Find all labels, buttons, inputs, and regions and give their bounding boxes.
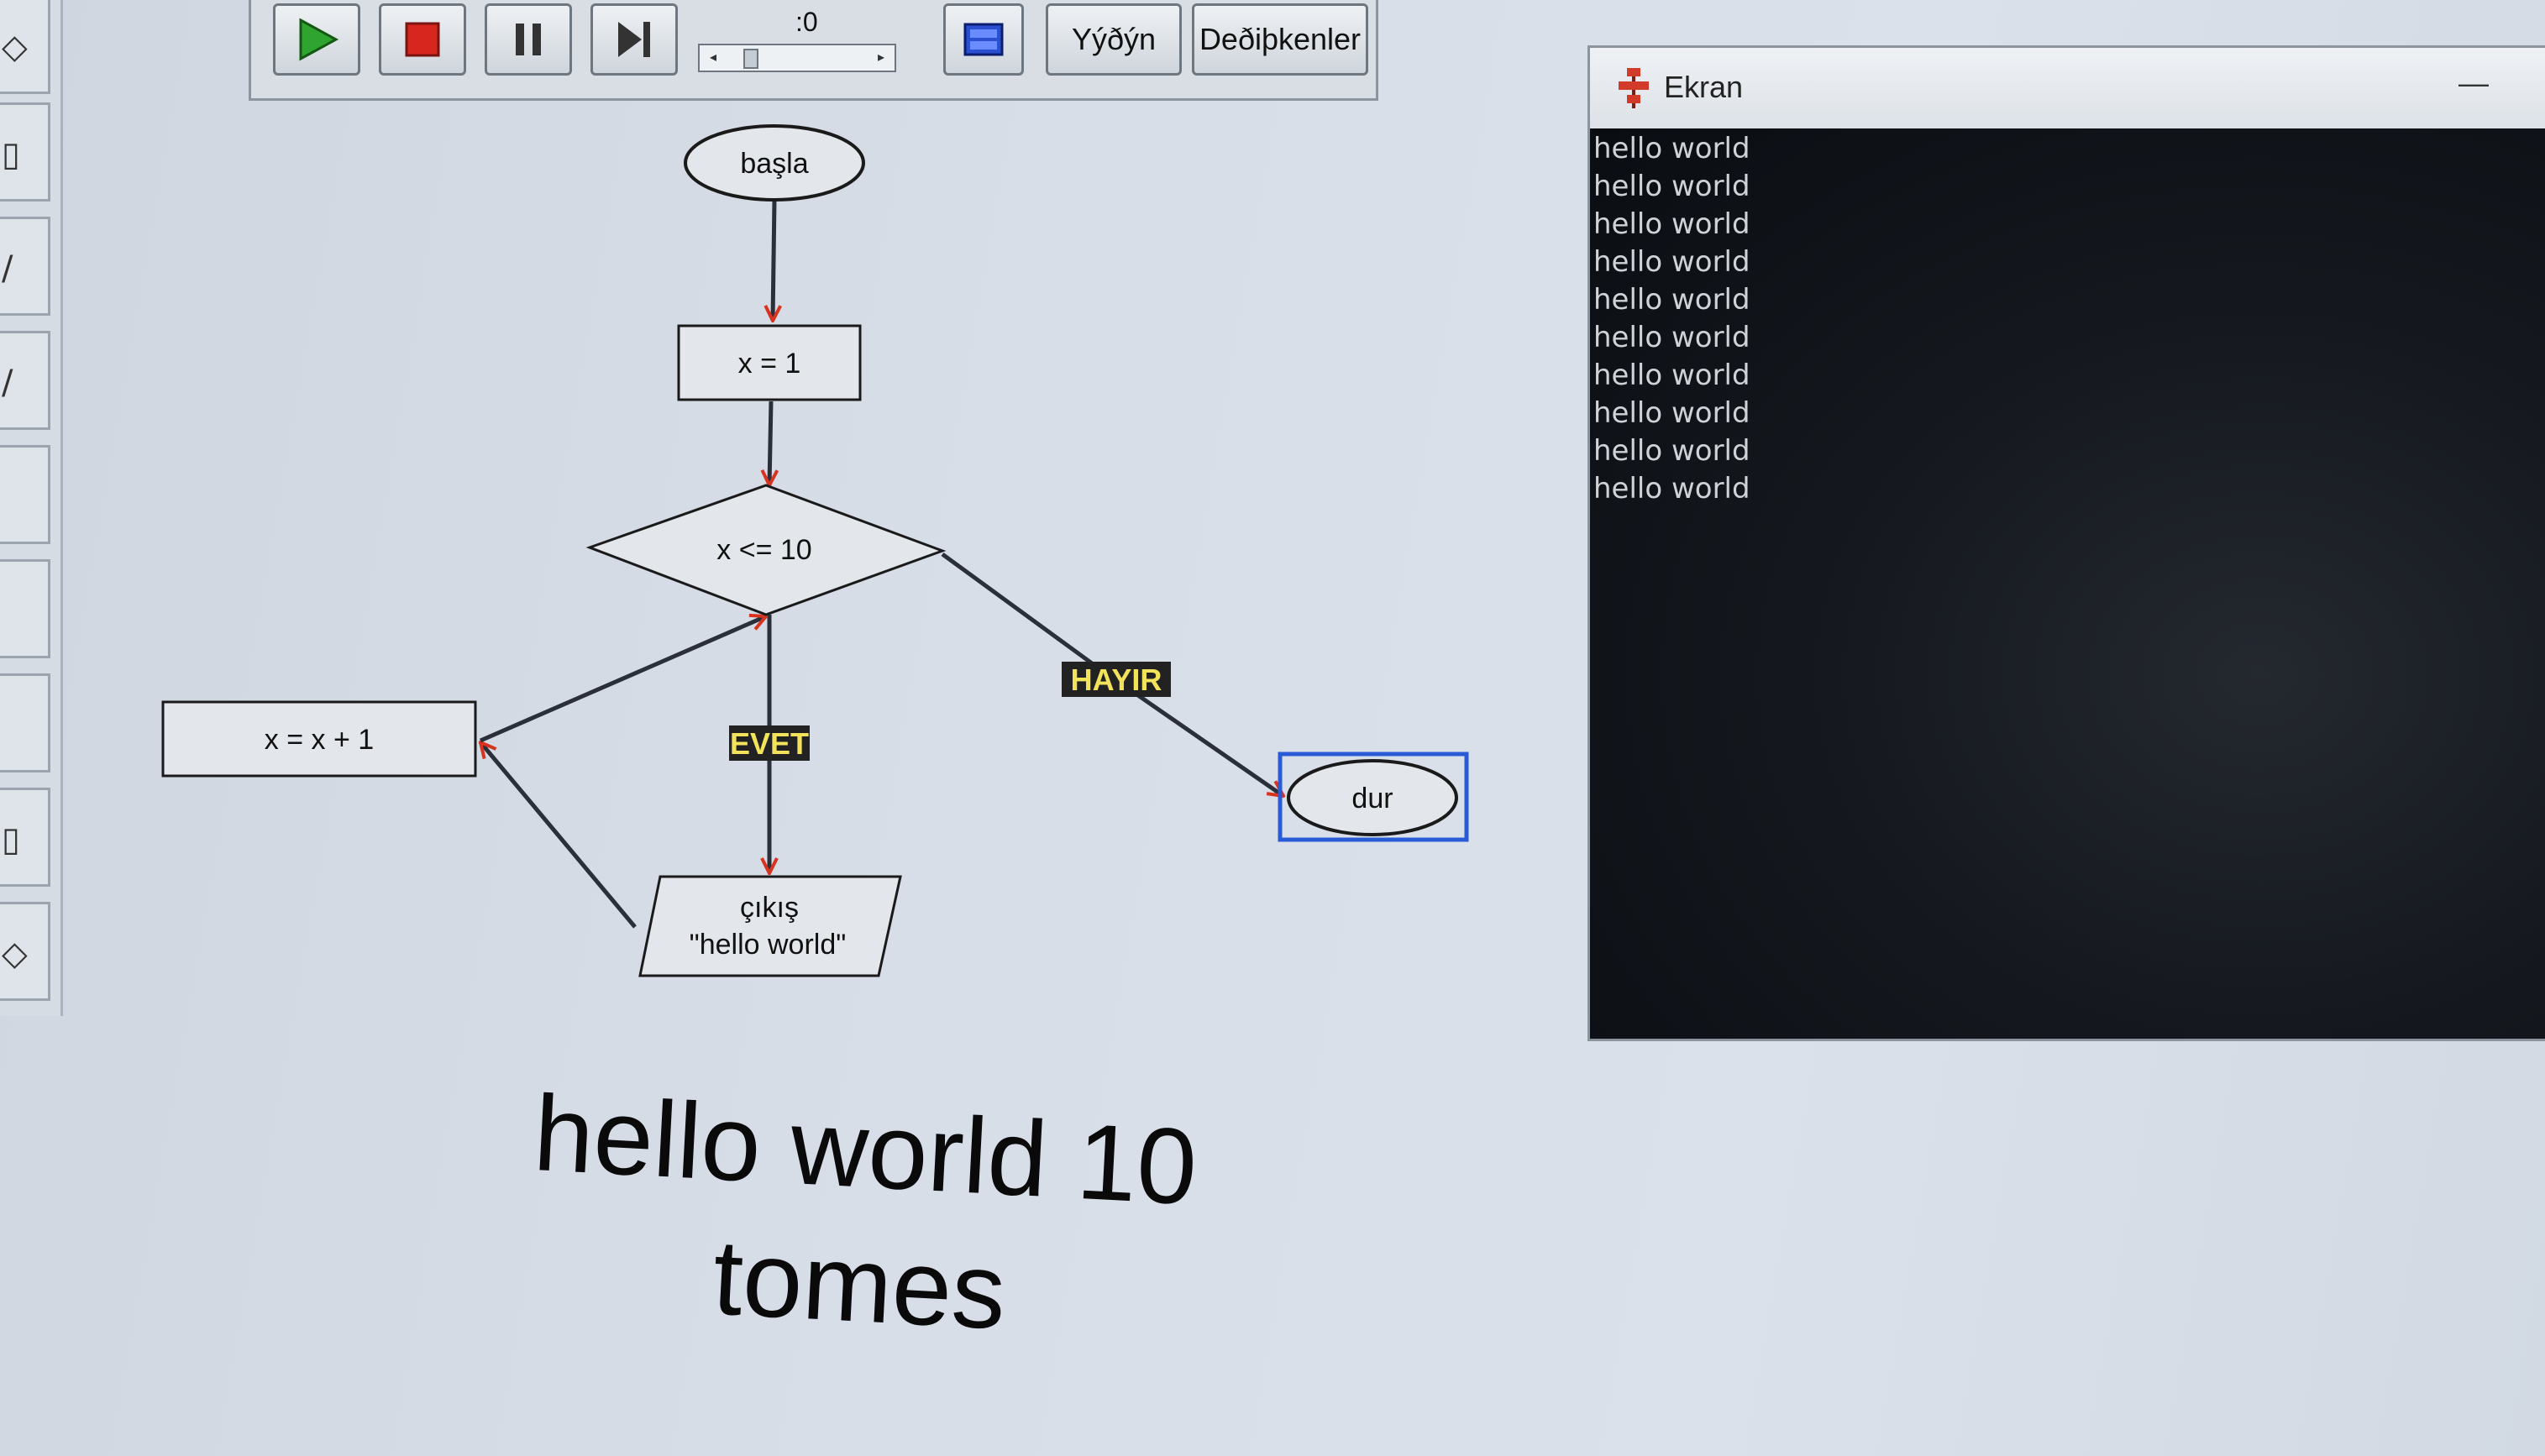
increment-label: x = x + 1 — [265, 724, 374, 756]
output-console[interactable]: hello world hello world hello world hello w… — [1590, 128, 2545, 1039]
connector-increment-to-condition — [480, 616, 766, 743]
pause-button[interactable] — [485, 3, 572, 76]
flowchart-diagram: başla x = 1 x <= 10 x = x + 1 çıkış "hel… — [161, 124, 1469, 977]
minimize-icon[interactable]: — — [2458, 65, 2489, 100]
speed-slider[interactable]: ◂ ▸ — [698, 44, 896, 72]
output-window-title: Ekran — [1664, 70, 1744, 104]
connector-output-to-increment — [480, 742, 637, 929]
start-label: başla — [740, 148, 808, 180]
start-node[interactable]: başla — [684, 124, 865, 202]
ellipse-icon: ◇ — [2, 935, 28, 973]
step-button[interactable] — [590, 3, 678, 76]
output-line: hello world — [1593, 170, 1750, 203]
parallelogram-icon: / — [2, 249, 13, 288]
flowchart-app-icon — [1619, 68, 1649, 108]
palette-comment-button[interactable]: ▯ — [0, 788, 50, 887]
ellipse-icon: ◇ — [2, 28, 28, 66]
variables-button[interactable]: Deðiþkenler — [1192, 3, 1368, 76]
pause-icon — [516, 24, 541, 55]
yes-branch-tag: EVET — [729, 725, 810, 761]
end-label: dur — [1351, 783, 1393, 814]
play-icon — [299, 18, 339, 61]
no-label: HAYIR — [1071, 663, 1162, 697]
init-process-node[interactable]: x = 1 — [677, 324, 862, 401]
output-line: hello world — [1593, 207, 1750, 241]
rectangle-icon: ▯ — [2, 135, 21, 174]
condition-label: x <= 10 — [716, 534, 811, 566]
rectangle-icon: ▯ — [2, 820, 21, 859]
output-line: hello world — [1593, 132, 1750, 165]
output-window-titlebar[interactable]: Ekran — — [1590, 48, 2545, 130]
shape-palette: ◇ ▯ / / ▯ ◇ — [0, 0, 63, 1016]
palette-ellipse-button[interactable]: ◇ — [0, 0, 50, 94]
palette-call-button[interactable] — [0, 445, 50, 544]
init-label: x = 1 — [738, 348, 801, 380]
caption-text: hello world 10 tomes — [523, 1066, 1293, 1375]
palette-process-button[interactable]: ▯ — [0, 102, 50, 202]
palette-output-button[interactable]: / — [0, 331, 50, 430]
run-toolbar: :0 ◂ ▸ Yýðýn Deðiþkenler — [249, 0, 1378, 101]
output-keyword-label: çıkış — [740, 892, 799, 924]
palette-loop-button[interactable] — [0, 673, 50, 773]
palette-end-button[interactable]: ◇ — [0, 902, 50, 1001]
selection-outline — [1278, 752, 1469, 842]
output-value-label: "hello world" — [690, 929, 847, 961]
speed-label: :0 — [795, 7, 818, 37]
output-line: hello world — [1593, 396, 1750, 430]
run-button[interactable] — [273, 3, 360, 76]
increment-process-node[interactable]: x = x + 1 — [161, 700, 477, 778]
condition-decision-node[interactable]: x <= 10 — [585, 484, 947, 616]
output-line: hello world — [1593, 359, 1750, 392]
stop-button[interactable] — [379, 3, 466, 76]
output-line: hello world — [1593, 472, 1750, 505]
parallelogram-icon: / — [2, 364, 13, 402]
screen-toggle-button[interactable] — [943, 3, 1024, 76]
no-branch-tag: HAYIR — [1062, 662, 1171, 697]
palette-input-button[interactable]: / — [0, 217, 50, 316]
output-line: hello world — [1593, 245, 1750, 279]
output-line: hello world — [1593, 283, 1750, 317]
output-node[interactable]: çıkış "hello world" — [638, 875, 902, 977]
step-forward-icon — [618, 22, 650, 57]
yes-label: EVET — [730, 726, 809, 761]
slider-thumb[interactable] — [743, 49, 758, 69]
output-line: hello world — [1593, 321, 1750, 354]
screen-icon — [963, 23, 1004, 56]
connector-init-to-condition — [769, 401, 771, 485]
slider-left-arrow-icon[interactable]: ◂ — [709, 50, 717, 65]
stop-icon — [405, 22, 440, 57]
end-node[interactable]: dur — [1278, 752, 1469, 842]
slider-right-arrow-icon[interactable]: ▸ — [877, 50, 885, 65]
output-lines: hello world hello world hello world hello w… — [1590, 130, 1750, 508]
output-line: hello world — [1593, 434, 1750, 468]
palette-decision-button[interactable] — [0, 559, 50, 658]
stack-button[interactable]: Yýðýn — [1046, 3, 1182, 76]
connector-start-to-init — [773, 199, 774, 321]
